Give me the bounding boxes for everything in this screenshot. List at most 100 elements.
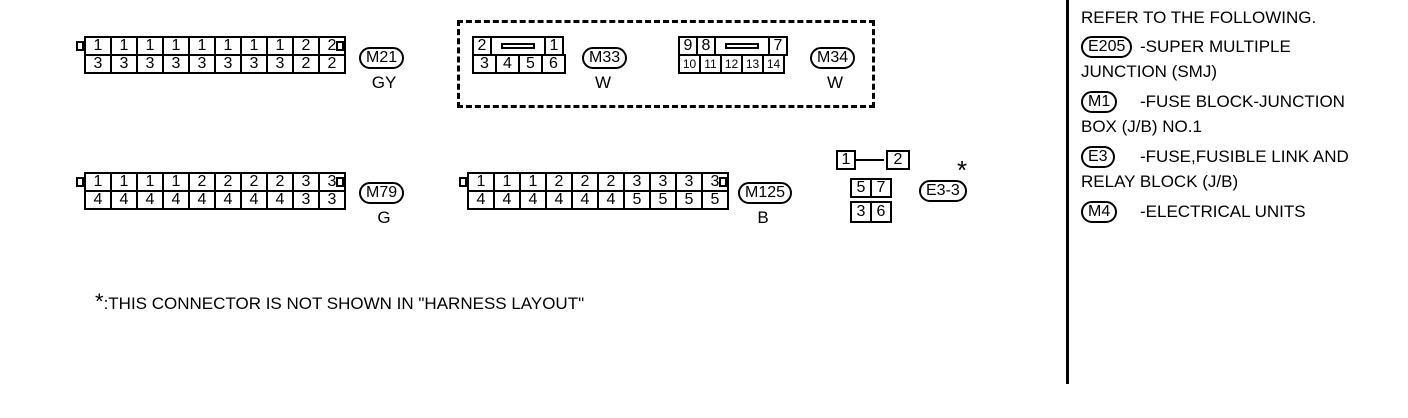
lock-slot [490,36,546,56]
pin: 3 [318,190,346,210]
footnote-text: :THIS CONNECTOR IS NOT SHOWN IN "HARNESS… [103,294,585,313]
pin: 3 [162,54,190,74]
pin: 1 [240,36,268,56]
reference-desc: -SUPER MULTIPLE [1140,37,1291,56]
pin: 1 [467,172,495,192]
connector-label-e3-3: E3-3 [919,180,967,202]
wire-color-m33: W [594,73,612,92]
connector-latch [76,41,84,51]
pin: 1 [266,36,294,56]
pin: 5 [518,54,543,74]
pin: 2 [292,36,320,56]
pin: 2 [571,172,599,192]
connector-label-m33: M33 [582,47,628,69]
pin: 11 [699,54,722,74]
pin: 2 [545,172,573,192]
reference-title: REFER TO THE FOLLOWING. [1081,8,1317,27]
reference-code: E3 [1081,146,1115,168]
pin: 3 [240,54,268,74]
pin: 3 [472,54,497,74]
pin: 12 [720,54,743,74]
pin: 2 [240,172,268,192]
pin: 3 [214,54,242,74]
pin: 1 [836,150,856,170]
pin: 3 [136,54,164,74]
connector-latch [336,41,344,51]
pin: 5 [649,190,677,210]
pin: 4 [495,54,520,74]
reference-desc: JUNCTION (SMJ) [1081,62,1217,81]
pin: 2 [472,36,492,56]
connector-label-m34: M34 [810,47,856,69]
wire-color-m21: GY [371,73,397,92]
reference-desc: -FUSE,FUSIBLE LINK AND [1140,147,1349,166]
pin: 4 [571,190,599,210]
pin: 6 [870,201,892,223]
pin: 4 [214,190,242,210]
pin: 13 [741,54,764,74]
pin: 1 [110,36,138,56]
pin: 2 [886,150,910,170]
pin: 5 [623,190,651,210]
pin: 3 [110,54,138,74]
pin: 4 [84,190,112,210]
pin: 4 [136,190,164,210]
pin: 3 [675,172,703,192]
pin: 1 [162,172,190,192]
reference-desc: -ELECTRICAL UNITS [1140,202,1306,221]
pin: 6 [541,54,566,74]
pin: 1 [162,36,190,56]
pin: 7 [870,178,892,198]
not-in-layout-marker: * [957,155,968,185]
wire-color-m79: G [377,208,391,227]
pin: 4 [162,190,190,210]
pin: 4 [545,190,573,210]
pin: 2 [266,172,294,192]
footnote-star: * [95,289,104,314]
connector-label-m21: M21 [359,47,405,69]
wire-color-m125: B [757,208,769,227]
pin: 4 [188,190,216,210]
connector-latch [336,177,344,187]
pin: 14 [762,54,785,74]
pin: 3 [292,190,320,210]
pin: 2 [597,172,625,192]
pin: 1 [136,36,164,56]
pin: 3 [850,201,872,223]
reference-code: M1 [1081,91,1118,113]
pin: 1 [544,36,564,56]
pin: 2 [214,172,242,192]
reference-code: E205 [1081,36,1133,58]
pin: 5 [701,190,729,210]
connector-latch [459,177,467,187]
pin: 4 [110,190,138,210]
pin: 1 [519,172,547,192]
column-divider [1066,0,1069,384]
pin: 4 [519,190,547,210]
pin: 1 [84,172,112,192]
footnote: *:THIS CONNECTOR IS NOT SHOWN IN "HARNES… [95,289,585,314]
connector-label-m79: M79 [359,182,405,204]
pin: 2 [318,54,346,74]
pin: 1 [188,36,216,56]
pin: 1 [214,36,242,56]
pin: 4 [597,190,625,210]
pin: 3 [649,172,677,192]
lock-slot [714,36,770,56]
pin: 1 [136,172,164,192]
pin-link [856,159,884,161]
pin: 2 [292,54,320,74]
pin: 5 [850,178,872,198]
pin: 1 [493,172,521,192]
pin: 9 [678,36,698,56]
pin: 3 [292,172,320,192]
pin: 8 [696,36,716,56]
connector-group-box [457,20,875,108]
connector-latch [719,177,727,187]
wire-color-m34: W [826,73,844,92]
reference-desc: -FUSE BLOCK-JUNCTION [1140,92,1345,111]
connector-label-m125: M125 [738,182,793,204]
